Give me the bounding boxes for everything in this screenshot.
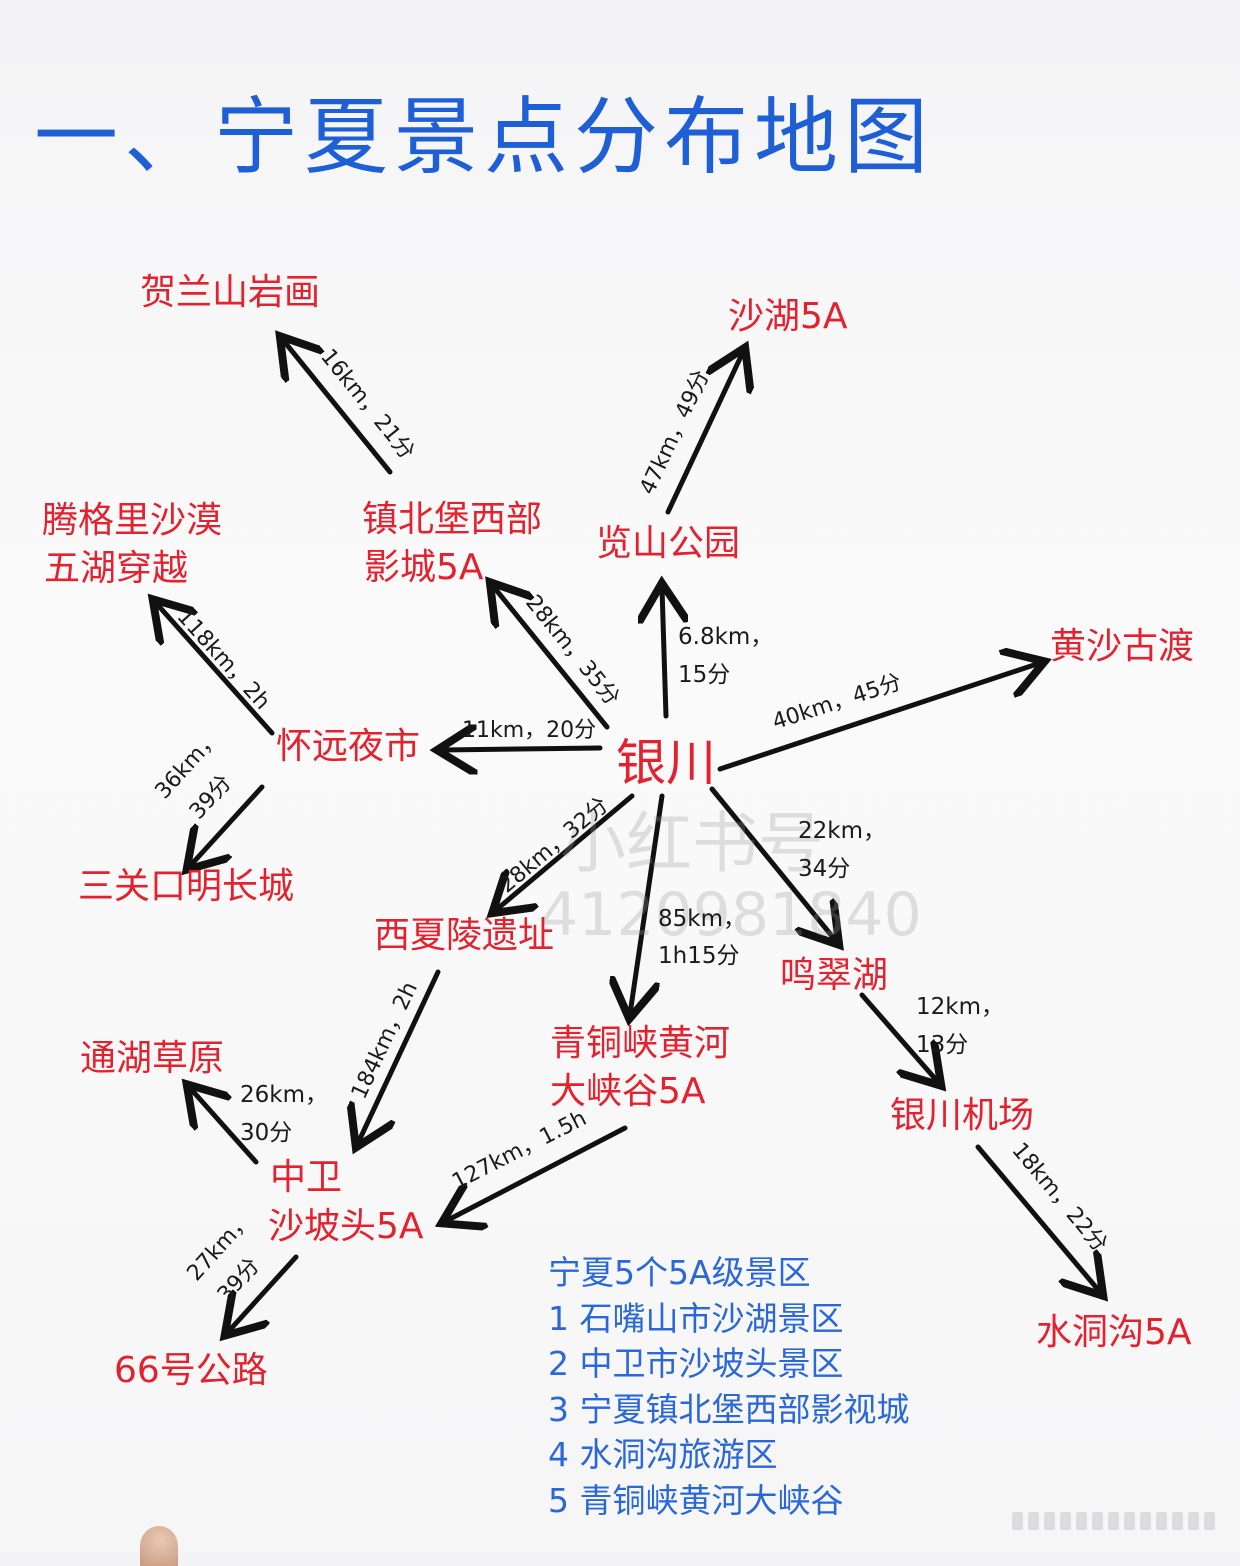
legend-item-1: 1 石嘴山市沙湖景区	[548, 1298, 844, 1338]
node-tengger-line2: 五湖穿越	[44, 548, 189, 589]
edge-label-lanshan-1: 6.8km，	[678, 624, 774, 650]
arrow-zhongwei-road66	[228, 1254, 299, 1332]
node-shuidonggou: 水洞沟5A	[1036, 1312, 1192, 1353]
node-airport: 银川机场	[890, 1095, 1035, 1136]
arrow-yinchuan-xixialing	[496, 793, 635, 910]
arrow-zhenbeibao-helanshan	[283, 340, 393, 475]
legend-item-4: 4 水洞沟旅游区	[548, 1435, 778, 1474]
arrow-zhongwei-tonghu	[190, 1088, 259, 1165]
edge-label-tonghu-1: 26km，	[240, 1082, 328, 1108]
node-helanshan: 贺兰山岩画	[140, 272, 321, 313]
watermark-line2: 4120981840	[540, 880, 922, 950]
arrow-airport-shuidonggou	[975, 1144, 1100, 1292]
arrow-yinchuan-zhenbeibao	[493, 586, 610, 730]
node-qingtongxia-line2: 大峡谷5A	[550, 1071, 706, 1112]
edge-label-mingcuihu-2: 34分	[798, 856, 851, 882]
node-tonghu: 通湖草原	[80, 1038, 225, 1079]
legend-item-3: 3 宁夏镇北堡西部影视城	[548, 1389, 910, 1429]
node-xixialing: 西夏陵遗址	[374, 915, 555, 956]
legend-item-2: 2 中卫市沙坡头景区	[548, 1344, 844, 1383]
arrow-yinchuan-lanshan	[662, 588, 666, 719]
arrow-xixialing-zhongwei	[358, 969, 441, 1143]
node-zhenbeibao-line2: 影城5A	[364, 547, 484, 588]
finger-tip	[140, 1526, 178, 1566]
edge-label-airport-2: 13分	[916, 1032, 969, 1058]
node-road66: 66号公路	[114, 1350, 268, 1391]
node-yinchuan: 银川	[616, 734, 716, 792]
node-huangsha: 黄沙古渡	[1050, 626, 1195, 667]
arrow-huaiyuan-tengger	[156, 603, 275, 736]
node-qingtongxia-line1: 青铜峡黄河	[550, 1023, 731, 1064]
edge-label-lanshan-2: 15分	[678, 662, 731, 688]
node-mingcuihu: 鸣翠湖	[780, 955, 889, 996]
node-zhenbeibao-line1: 镇北堡西部	[362, 499, 543, 540]
arrow-yinchuan-huaiyuan	[442, 748, 603, 750]
arrow-yinchuan-qingtongxia	[630, 793, 665, 1014]
node-huaiyuan: 怀远夜市	[276, 726, 421, 767]
edge-label-tonghu-2: 30分	[240, 1120, 293, 1146]
edge-label-qingtongxia-2: 1h15分	[658, 943, 740, 969]
node-zhongwei-line2: 沙坡头5A	[268, 1206, 424, 1247]
edge-label-airport-1: 12km，	[916, 994, 1004, 1020]
node-shahu: 沙湖5A	[728, 296, 848, 337]
edge-label-qingtongxia-1: 85km，	[658, 906, 746, 932]
legend-5a-list: 宁夏5个5A级景区 1 石嘴山市沙湖景区 2 中卫市沙坡头景区 3 宁夏镇北堡西…	[548, 1250, 910, 1523]
arrow-qingtongxia-zhongwei	[446, 1125, 628, 1221]
page-indicator-dots	[1012, 1512, 1232, 1532]
arrow-mingcuihu-airport	[859, 992, 938, 1082]
arrow-huaiyuan-sanguankou	[190, 784, 265, 866]
edge-label-mingcuihu-1: 22km，	[798, 818, 886, 844]
node-lanshan: 览山公园	[596, 523, 741, 564]
edge-label-huaiyuan: 11km，20分	[462, 718, 597, 743]
arrow-yinchuan-mingcuihu	[709, 786, 836, 941]
page-title: 一、宁夏景点分布地图	[34, 88, 935, 186]
watermark-line1: 小红书号	[560, 805, 824, 882]
node-zhongwei-line1: 中卫	[270, 1157, 343, 1198]
legend-item-5: 5 青铜峡黄河大峡谷	[548, 1480, 844, 1520]
node-sanguankou: 三关口明长城	[78, 866, 295, 907]
arrow-yinchuan-huangsha	[717, 663, 1040, 772]
legend-heading: 宁夏5个5A级景区	[548, 1253, 811, 1292]
arrow-lanshan-shahu	[665, 352, 743, 515]
node-tengger-line1: 腾格里沙漠	[42, 500, 223, 541]
